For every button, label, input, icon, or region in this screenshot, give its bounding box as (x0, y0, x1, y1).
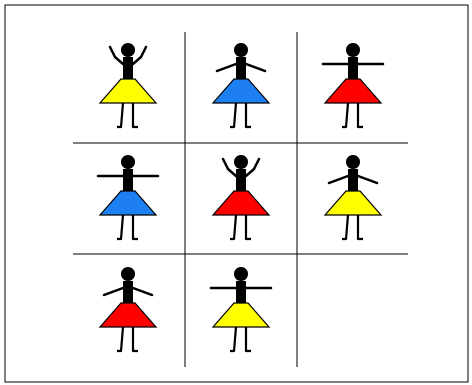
dancer-head (234, 155, 248, 169)
dancer-head (346, 43, 360, 57)
dancer-head (234, 43, 248, 57)
dancer-torso (123, 281, 133, 304)
dancer-head (234, 267, 248, 281)
dancer-head (121, 43, 135, 57)
dancer-torso (236, 169, 246, 192)
dancer-torso (348, 57, 358, 80)
dancer-head (346, 155, 360, 169)
dancer-torso (236, 57, 246, 80)
dancer-torso (348, 169, 358, 192)
dancer-head (121, 155, 135, 169)
dancer-torso (236, 281, 246, 304)
dancer-head (121, 267, 135, 281)
dancer-torso (123, 57, 133, 80)
dancer-torso (123, 169, 133, 192)
